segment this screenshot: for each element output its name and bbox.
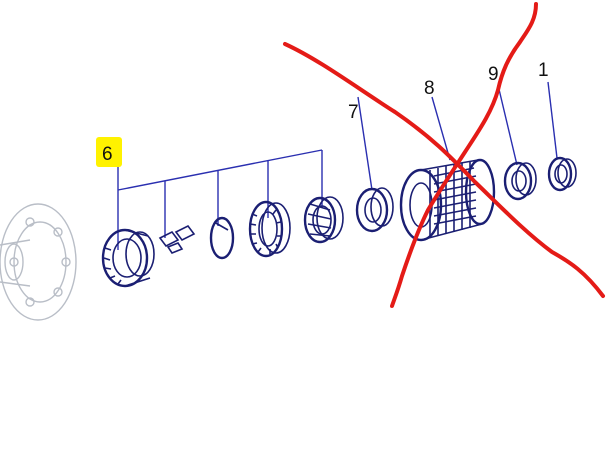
freehub-body-part-8 [399, 96, 496, 242]
bearing-part-7 [355, 96, 394, 233]
label-part-1: 1 [538, 60, 549, 81]
group-6-leader-bracket [117, 140, 323, 250]
circlip-part [209, 216, 235, 260]
end-cap-part-1 [547, 81, 577, 192]
red-cross-out-mark [283, 2, 605, 308]
hub-flange-outline [0, 203, 77, 321]
label-part-7: 7 [348, 102, 359, 123]
ratchet-ring-part [101, 228, 155, 288]
spacer-part-9 [497, 84, 537, 201]
label-6-highlight [96, 137, 122, 167]
label-part-9: 9 [488, 64, 499, 85]
seal-bearing-part [303, 196, 344, 244]
drive-ring-part [248, 200, 291, 258]
pawls-part [158, 224, 196, 254]
label-part-8: 8 [424, 78, 435, 99]
label-group-6: 6 [102, 144, 113, 165]
